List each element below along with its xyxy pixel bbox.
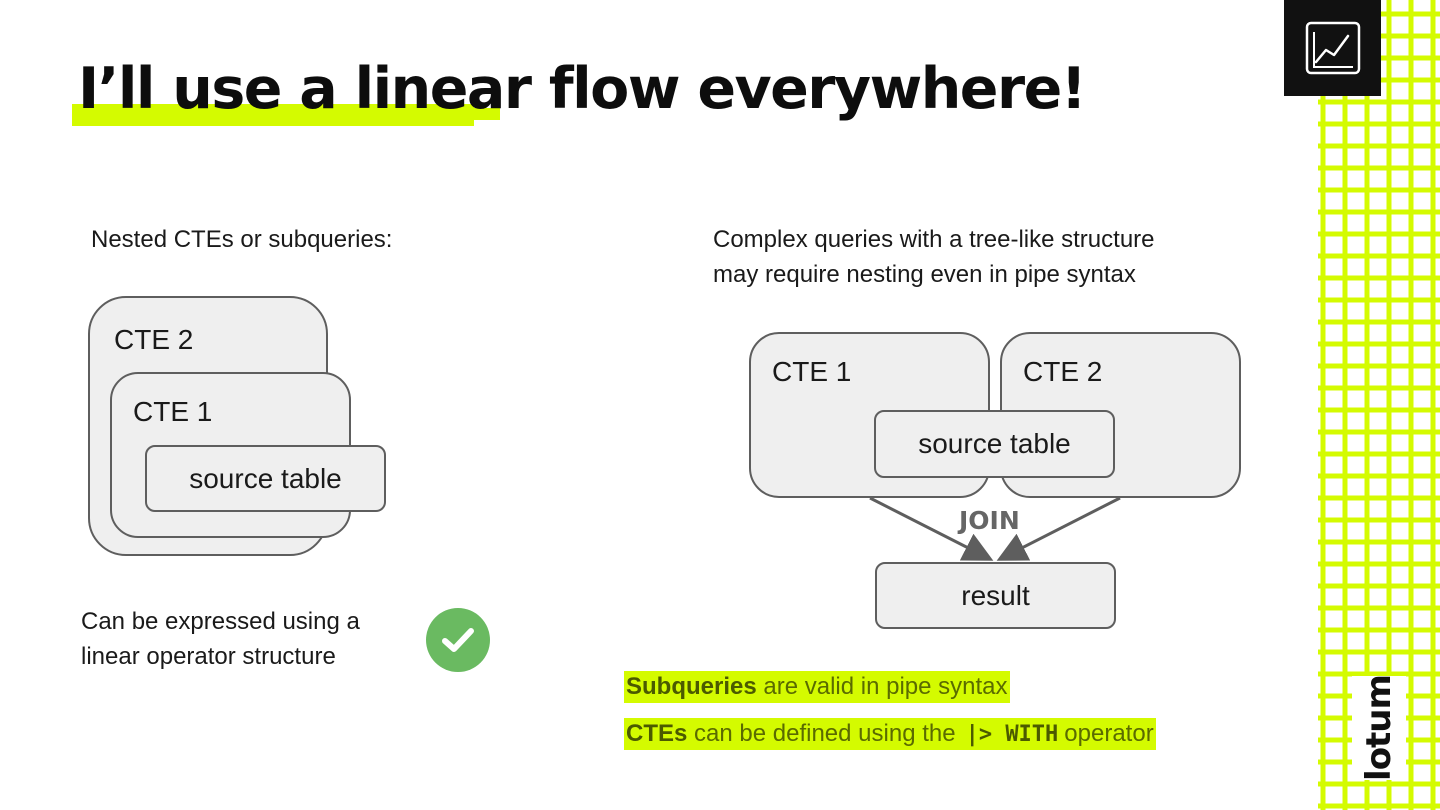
note-subqueries-bold: Subqueries	[626, 673, 757, 700]
conclusion-line-2: linear operator structure	[81, 643, 336, 670]
join-label: JOIN	[959, 506, 1020, 535]
result-label: result	[961, 579, 1030, 611]
title-highlight	[72, 104, 474, 126]
source-table-label: source table	[189, 462, 342, 494]
note-ctes-text: can be defined using the	[694, 720, 956, 747]
title-highlight-tail	[474, 108, 500, 120]
chart-line-icon	[1305, 21, 1360, 75]
cte2-label: CTE 2	[114, 324, 194, 355]
note-ctes-tail: operator	[1064, 720, 1154, 747]
note-subqueries: Subqueries are valid in pipe syntax	[624, 671, 1010, 703]
check-icon	[442, 628, 474, 652]
conclusion-line-1: Can be expressed using a	[81, 608, 360, 635]
source-table-box: source table	[145, 445, 386, 512]
brand-logo: lotum	[1352, 675, 1406, 781]
logo-box	[1284, 0, 1381, 96]
brand-text: lotum	[1359, 675, 1399, 781]
right-cte1-label: CTE 1	[772, 356, 852, 387]
right-heading-line-2: may require nesting even in pipe syntax	[713, 261, 1136, 288]
arrow-from-cte1	[869, 496, 994, 561]
right-source-table-box: source table	[874, 410, 1115, 478]
note-ctes-bold: CTEs	[626, 720, 688, 747]
arrow-from-cte2	[996, 496, 1121, 561]
right-heading-line-1: Complex queries with a tree-like structu…	[713, 226, 1155, 253]
check-badge	[426, 608, 490, 672]
with-operator-code: |> WITH	[965, 721, 1059, 747]
right-cte2-label: CTE 2	[1023, 356, 1103, 387]
cte1-label: CTE 1	[133, 396, 213, 427]
join-arrows	[869, 496, 1121, 561]
slide-title: I’ll use a linear flow everywhere!	[78, 56, 1087, 122]
note-subqueries-text: are valid in pipe syntax	[763, 673, 1008, 700]
right-source-table-label: source table	[918, 428, 1071, 459]
left-heading: Nested CTEs or subqueries:	[91, 226, 393, 253]
result-box: result	[875, 562, 1116, 629]
